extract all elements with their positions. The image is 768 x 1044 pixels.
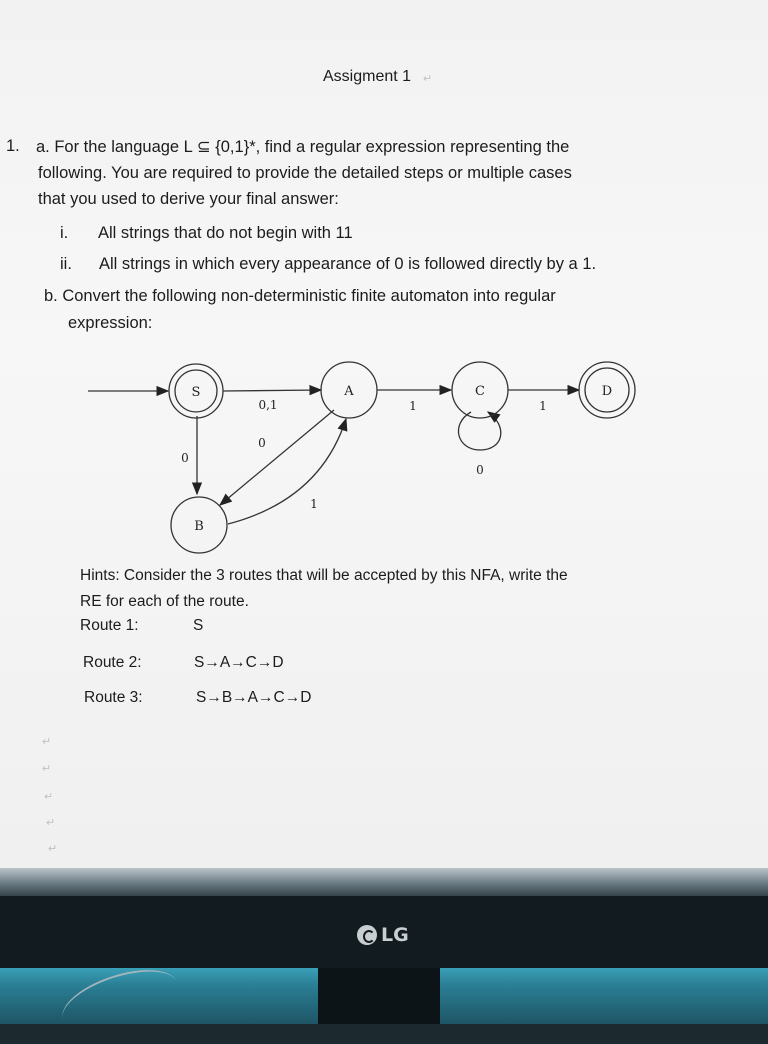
item-i-label: i. [60,224,69,242]
route-1-path: S [193,617,204,634]
paragraph-mark: ↵ [44,791,54,803]
edge-s-a-label: 0,1 [258,398,277,412]
edge-c-self-loop [457,411,502,451]
monitor-brand: LG [381,924,409,946]
edge-b-a [227,417,348,525]
paragraph-mark: ↵ [42,736,52,748]
item-i-text: All strings that do not begin with 11 [98,224,353,242]
paragraph-mark: ↵ [423,73,433,85]
state-b-label: B [194,519,204,534]
question-1a-line-2: following. You are required to provide t… [38,164,572,182]
paragraph-mark: ↵ [48,843,58,855]
state-d-label: D [602,384,612,399]
route-3-path: S→B→A→C→D [196,689,312,706]
state-s-label: S [192,385,201,400]
edge-s-a [222,384,323,396]
question-1b-line-1: b. Convert the following non-determinist… [44,287,556,305]
question-1b-line-2: expression: [68,314,153,332]
question-1-number: 1. [6,137,20,155]
item-ii-label: ii. [60,255,72,273]
paragraph-mark: ↵ [42,763,52,775]
edge-c-loop-label: 0 [476,463,484,477]
paragraph-mark: ↵ [46,817,56,829]
edge-a-c-label: 1 [409,399,417,413]
question-1a-line-1: a. For the language L ⊆ {0,1}*, find a r… [36,138,570,156]
route-3-label: Route 3: [84,689,143,706]
state-c-label: C [475,384,485,399]
state-d-outer-ring [578,361,636,419]
monitor-bezel [0,896,768,971]
item-ii-text: All strings in which every appearance of… [99,255,597,273]
state-b [170,496,228,554]
state-d [584,367,630,413]
state-s [174,369,218,413]
hints-line-1: Hints: Consider the 3 routes that will b… [80,567,568,584]
monitor-screen: Assigment 1 ↵ 1. a. For the language L ⊆… [0,0,768,870]
state-s-outer-ring [168,363,224,419]
question-1a-line-3: that you used to derive your final answe… [38,190,339,208]
route-1-label: Route 1: [80,617,139,634]
state-a-label: A [343,384,354,399]
monitor-stand [318,968,440,1024]
nfa-diagram: S A C D B 0,1 1 1 0 0 1 0 [88,361,636,554]
route-2-label: Route 2: [83,654,142,671]
route-2-path: S→A→C→D [194,654,284,671]
state-c [451,361,509,419]
monitor-logo: LG [357,924,409,946]
lg-logo-icon [357,925,377,945]
page-title: Assigment 1 [323,68,412,85]
hints-line-2: RE for each of the route. [80,593,249,610]
edge-s-b-label: 0 [181,451,189,465]
edge-c-d-label: 1 [539,399,547,413]
state-a [320,361,378,419]
edge-a-b [219,409,335,506]
edge-b-a-label: 1 [310,497,318,511]
edge-a-b-label: 0 [258,436,266,450]
screen-bottom-edge [0,868,768,898]
